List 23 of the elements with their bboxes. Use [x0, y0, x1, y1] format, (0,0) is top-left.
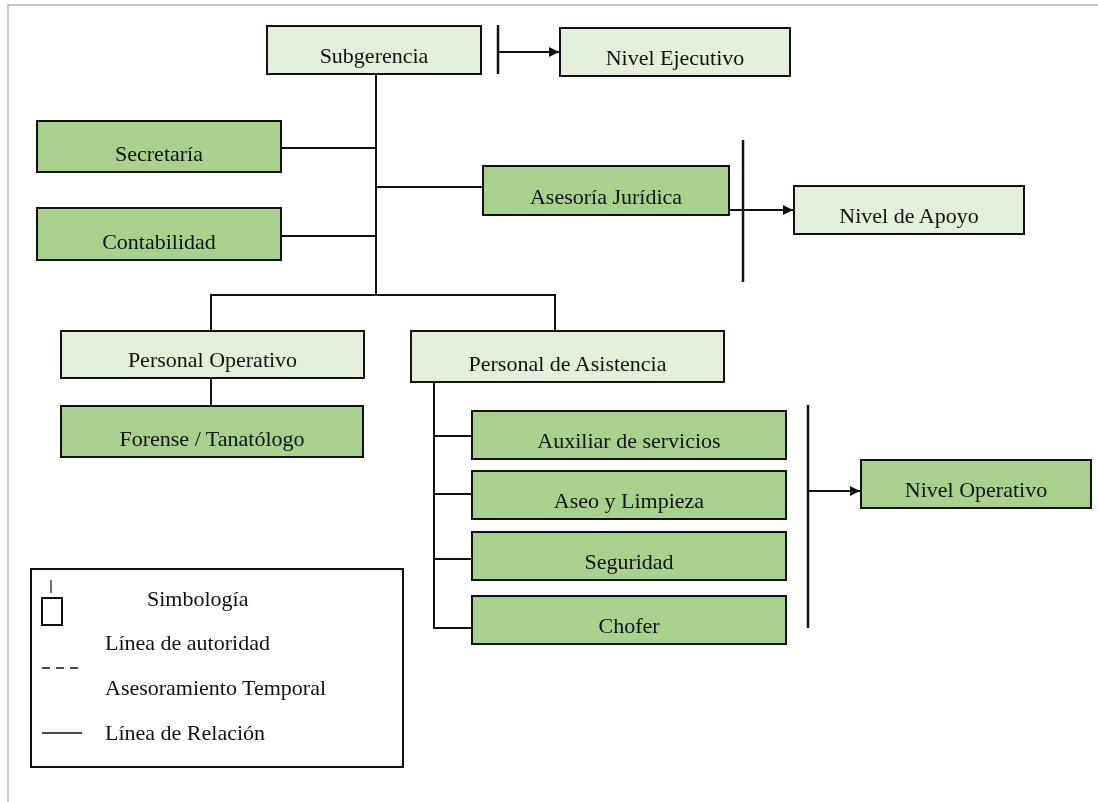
org-box: Secretaría [36, 120, 282, 173]
connector-line [433, 382, 472, 629]
org-box: Auxiliar de servicios [471, 410, 787, 460]
arrow [497, 47, 560, 57]
org-box: Chofer [471, 595, 787, 645]
org-box: Contabilidad [36, 207, 282, 261]
org-box: Nivel Operativo [860, 459, 1092, 509]
org-box: Personal de Asistencia [410, 330, 725, 383]
org-box: Subgerencia [266, 25, 482, 75]
arrow [807, 486, 861, 496]
org-box: Seguridad [471, 531, 787, 581]
org-box: Personal Operativo [60, 330, 365, 379]
org-box: Forense / Tanatólogo [60, 405, 364, 458]
org-box: Asesoría Jurídica [482, 165, 730, 216]
connector-line [210, 378, 212, 406]
org-box: Nivel de Apoyo [793, 185, 1025, 235]
legend-label: Línea de autoridad [105, 630, 270, 656]
legend-label: Línea de Relación [105, 720, 266, 746]
arrow [729, 205, 794, 215]
org-box: Aseo y Limpieza [471, 470, 787, 520]
legend-label: Asesoramiento Temporal [105, 675, 327, 701]
org-box: Nivel Ejecutivo [559, 27, 791, 77]
legend-title: Simbología [147, 586, 249, 612]
